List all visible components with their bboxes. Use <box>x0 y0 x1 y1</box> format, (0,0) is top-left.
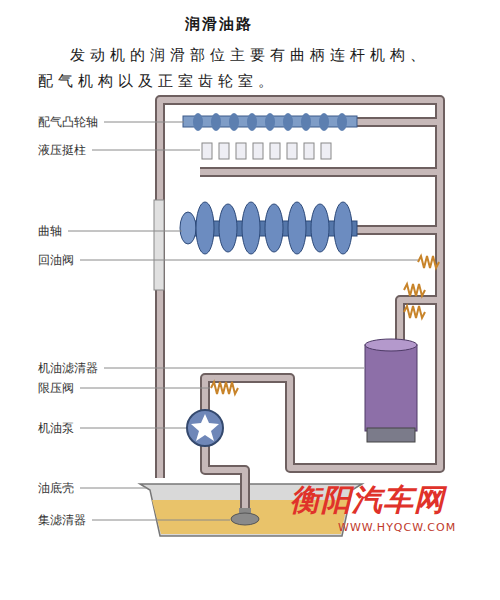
crankshaft-part <box>242 202 260 254</box>
leader-lines-part <box>80 488 146 489</box>
oil-strainer <box>231 508 259 525</box>
caption: 发动机的润滑部位主要有曲柄连杆机构、配气机构以及正室齿轮室。 <box>38 42 440 94</box>
watermark: 衡阳汽车网 <box>290 483 445 517</box>
oil-filter-part <box>367 428 415 442</box>
return-valves <box>404 256 439 318</box>
leader-lines-part <box>80 260 418 261</box>
return-valves-part <box>404 306 425 318</box>
leader-lines-part <box>80 388 210 389</box>
camshaft-part <box>301 113 311 131</box>
dipstick-bar <box>154 200 164 290</box>
crankshaft-part <box>196 202 214 254</box>
camshaft-part <box>229 113 239 131</box>
oil-pump-part <box>187 410 223 446</box>
title: 润滑油路 <box>185 15 253 34</box>
part-label: 液压挺柱 <box>38 142 86 158</box>
crankshaft-part <box>334 202 352 254</box>
pressure-limit-valve-part <box>211 382 238 394</box>
camshaft-part <box>211 113 221 131</box>
camshaft <box>183 113 357 131</box>
camshaft-part <box>319 113 329 131</box>
leader-lines-part <box>92 150 200 151</box>
part-label: 配气凸轮轴 <box>38 114 98 130</box>
hydraulic-lifters-part <box>304 143 314 159</box>
camshaft-part <box>193 113 203 131</box>
crankshaft-part <box>311 204 329 252</box>
oil-pump-part <box>191 414 219 441</box>
hydraulic-lifters-part <box>270 143 280 159</box>
watermark-url: WWW.HYQCW.COM <box>338 521 456 534</box>
oil-pipes-part <box>160 100 440 512</box>
oil-filter <box>365 339 417 442</box>
camshaft-part <box>265 113 275 131</box>
crankshaft-part <box>219 204 237 252</box>
part-label: 回油阀 <box>38 252 74 268</box>
crankshaft-part <box>265 204 283 252</box>
part-label: 曲轴 <box>38 223 62 239</box>
part-label: 油底壳 <box>38 480 74 496</box>
oil-filter-part <box>365 345 417 431</box>
camshaft-part <box>337 113 347 131</box>
return-valves-part <box>404 284 425 296</box>
leader-lines <box>68 122 418 520</box>
crankshaft-part <box>180 212 196 244</box>
pressure-limit-valve <box>211 382 238 394</box>
hydraulic-lifters-part <box>236 143 246 159</box>
hydraulic-lifters <box>202 143 331 159</box>
part-label: 集滤清器 <box>38 512 86 528</box>
hydraulic-lifters-part <box>287 143 297 159</box>
part-label: 机油泵 <box>38 420 74 436</box>
crankshaft-part <box>288 202 306 254</box>
leader-lines-part <box>104 368 364 369</box>
return-valves-part <box>418 256 439 268</box>
hydraulic-lifters-part <box>202 143 212 159</box>
leader-lines-part <box>80 428 186 429</box>
crankshaft <box>180 202 357 254</box>
leader-lines-part <box>104 122 184 123</box>
leader-lines-part <box>68 231 182 232</box>
oil-pipes-part <box>160 100 440 512</box>
camshaft-part <box>247 113 257 131</box>
leader-lines-part <box>92 520 230 521</box>
hydraulic-lifters-part <box>219 143 229 159</box>
oil-pipes <box>160 100 440 512</box>
hydraulic-lifters-part <box>321 143 331 159</box>
oil-strainer-part <box>231 513 259 525</box>
hydraulic-lifters-part <box>253 143 263 159</box>
oil-filter-part <box>365 339 417 351</box>
dipstick-bar-part <box>154 200 164 290</box>
oil-pump <box>187 410 223 446</box>
part-label: 机油滤清器 <box>38 360 98 376</box>
camshaft-part <box>283 113 293 131</box>
part-label: 限压阀 <box>38 380 74 396</box>
